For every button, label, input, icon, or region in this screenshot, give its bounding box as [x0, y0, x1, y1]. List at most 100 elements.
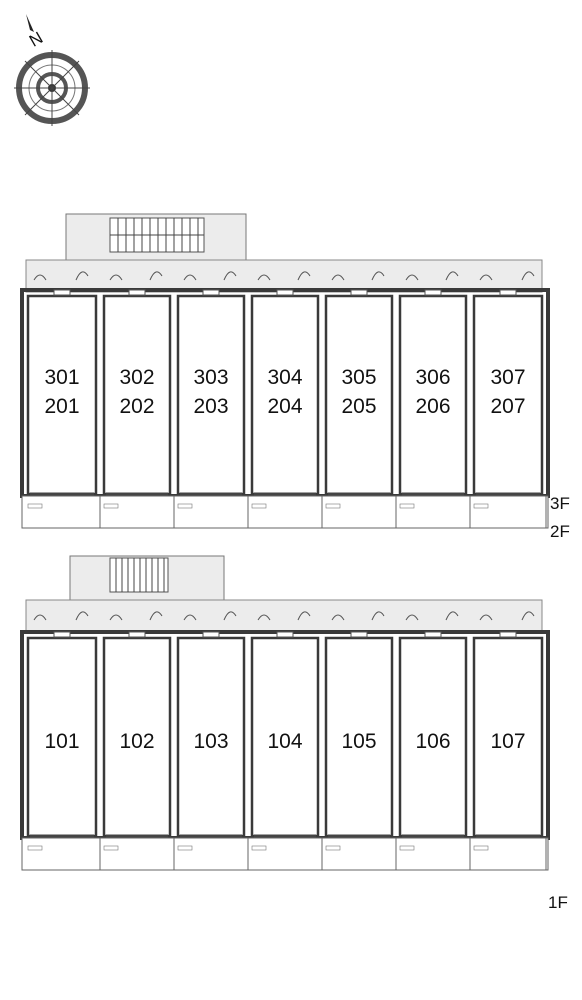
- room-interior: [472, 294, 544, 496]
- room-number-lower: 202: [119, 395, 154, 418]
- door-swing: [479, 271, 535, 281]
- room-number-upper: 306: [415, 366, 450, 389]
- room-number-upper: 302: [119, 366, 154, 389]
- door-swing: [33, 611, 89, 621]
- ac-unit-mark: [473, 845, 489, 851]
- room-number: 103: [193, 730, 228, 753]
- entrance-door: [276, 631, 294, 638]
- room-number: 102: [119, 730, 154, 753]
- compass-rose-icon: [14, 14, 90, 126]
- entrance-door: [53, 289, 71, 296]
- room-interior: [398, 636, 468, 838]
- room-number: 105: [341, 730, 376, 753]
- door-swing: [405, 611, 459, 621]
- ac-unit-mark: [325, 503, 341, 509]
- door-swing: [257, 611, 311, 621]
- ac-unit-mark: [177, 503, 193, 509]
- room-interior: [398, 294, 468, 496]
- room-number-lower: 204: [267, 395, 302, 418]
- corridor-lower: [25, 599, 543, 633]
- room-number-lower: 207: [490, 395, 525, 418]
- room-interior: [26, 636, 98, 838]
- room-number-upper: 301: [44, 366, 79, 389]
- ac-unit-mark: [177, 845, 193, 851]
- compass-north-label: N: [26, 28, 46, 51]
- room-interior: [250, 636, 320, 838]
- entrance-door: [53, 631, 71, 638]
- room-interior: [26, 294, 98, 496]
- stair-bay-upper: [65, 213, 247, 263]
- door-swing: [257, 271, 311, 281]
- entrance-door: [499, 631, 517, 638]
- room-interior: [102, 294, 172, 496]
- stair-bay-lower: [69, 555, 225, 605]
- room-number-lower: 205: [341, 395, 376, 418]
- floor-label-2f: 2F: [550, 522, 570, 541]
- door-swing: [405, 271, 459, 281]
- room-unit: 105: [324, 611, 397, 870]
- corridor-upper: [25, 259, 543, 293]
- balcony-upper: [21, 495, 549, 529]
- entrance-door: [202, 289, 220, 296]
- room-interior: [324, 636, 394, 838]
- floor-label-1f: 1F: [548, 893, 568, 912]
- ac-unit-mark: [325, 845, 341, 851]
- floor-label-3f: 3F: [550, 494, 570, 513]
- ac-unit-mark: [399, 503, 415, 509]
- room-interior: [102, 636, 172, 838]
- door-swing: [33, 271, 89, 281]
- room-unit: 104: [250, 611, 323, 870]
- entrance-door: [202, 631, 220, 638]
- room-interior: [176, 636, 246, 838]
- ac-unit-mark: [473, 503, 489, 509]
- room-unit: 107: [472, 611, 547, 870]
- entrance-door: [424, 289, 442, 296]
- room-number: 104: [267, 730, 302, 753]
- entrance-door: [499, 289, 517, 296]
- room-number-upper: 304: [267, 366, 302, 389]
- door-swing: [331, 611, 385, 621]
- room-number-upper: 307: [490, 366, 525, 389]
- ac-unit-mark: [251, 845, 267, 851]
- door-swing: [479, 611, 535, 621]
- entrance-door: [128, 631, 146, 638]
- room-number-lower: 201: [44, 395, 79, 418]
- stair-treads-upper: [110, 218, 204, 252]
- ac-unit-mark: [27, 845, 43, 851]
- door-swing: [109, 611, 163, 621]
- entrance-door: [350, 631, 368, 638]
- entrance-door: [276, 289, 294, 296]
- door-swing: [183, 271, 237, 281]
- ac-unit-mark: [27, 503, 43, 509]
- door-swing: [109, 271, 163, 281]
- stair-treads-lower: [115, 558, 165, 592]
- room-number: 101: [44, 730, 79, 753]
- room-unit: 103: [176, 611, 249, 870]
- ac-unit-mark: [399, 845, 415, 851]
- room-number-upper: 303: [193, 366, 228, 389]
- room-number: 106: [415, 730, 450, 753]
- room-number: 107: [490, 730, 525, 753]
- room-number-upper: 305: [341, 366, 376, 389]
- entrance-door: [128, 289, 146, 296]
- ac-unit-mark: [103, 503, 119, 509]
- door-swing: [183, 611, 237, 621]
- room-number-lower: 203: [193, 395, 228, 418]
- room-unit: 101: [26, 611, 101, 870]
- room-interior: [250, 294, 320, 496]
- ac-unit-mark: [103, 845, 119, 851]
- room-number-lower: 206: [415, 395, 450, 418]
- door-swing: [331, 271, 385, 281]
- room-unit: 106: [398, 611, 471, 870]
- room-unit: 102: [102, 611, 175, 870]
- room-interior: [176, 294, 246, 496]
- balcony-lower: [21, 837, 549, 871]
